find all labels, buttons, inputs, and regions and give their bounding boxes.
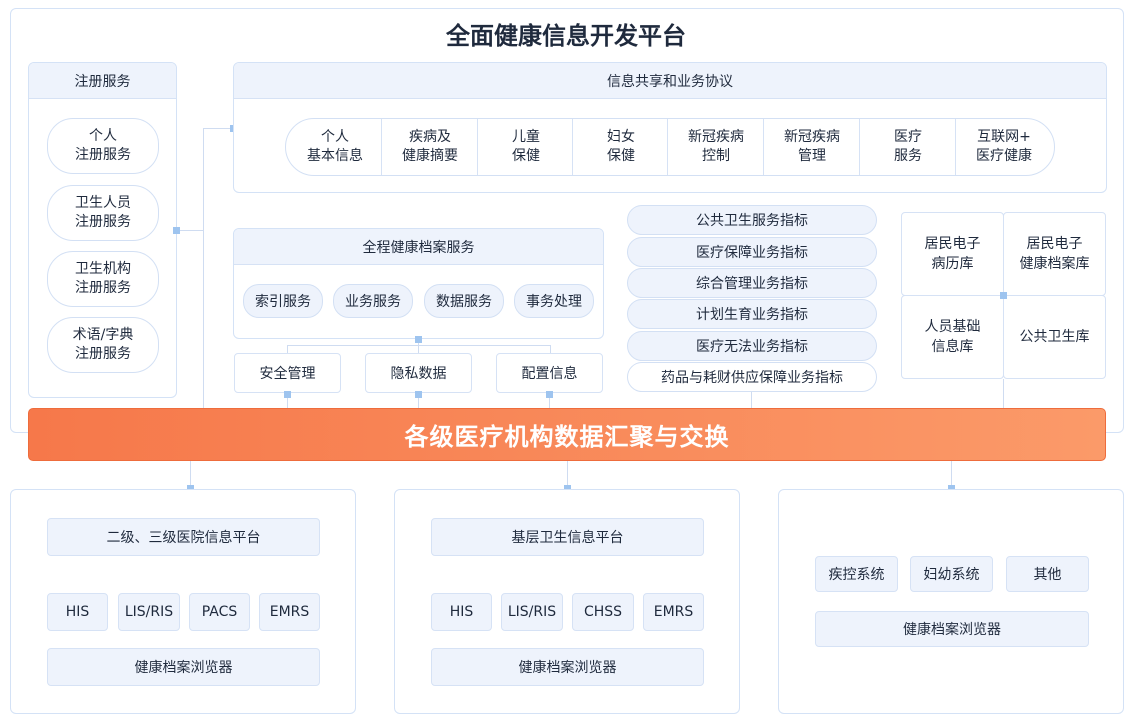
system-box: HIS	[431, 593, 492, 631]
connector	[418, 339, 419, 353]
indicator-item: 医疗保障业务指标	[627, 237, 877, 267]
registration-item: 卫生机构 注册服务	[47, 251, 159, 307]
archive-item: 业务服务	[333, 284, 413, 318]
connector	[190, 461, 191, 489]
archive-item: 数据服务	[424, 284, 504, 318]
connector	[203, 128, 233, 129]
connector	[751, 392, 752, 408]
sharing-item: 个人 基本信息	[307, 129, 363, 164]
indicator-item: 医疗无法业务指标	[627, 331, 877, 361]
sharing-item: 新冠疾病 管理	[784, 129, 840, 164]
hospital-platform-title: 二级、三级医院信息平台	[47, 518, 320, 556]
connector	[177, 230, 203, 231]
system-box: 其他	[1006, 556, 1089, 592]
support-box: 隐私数据	[365, 353, 472, 393]
connector	[550, 345, 551, 353]
divider	[667, 119, 668, 175]
indicator-item: 药品与耗财供应保障业务指标	[627, 362, 877, 392]
registration-title: 注册服务	[29, 63, 176, 99]
connector-node	[546, 391, 553, 398]
registration-item: 卫生人员 注册服务	[47, 185, 159, 241]
system-box: HIS	[47, 593, 108, 631]
database-box: 人员基础 信息库	[901, 295, 1004, 379]
connector	[951, 461, 952, 489]
support-box: 配置信息	[496, 353, 603, 393]
health-record-browser: 健康档案浏览器	[431, 648, 704, 686]
sharing-item: 新冠疾病 控制	[688, 129, 744, 164]
sharing-title: 信息共享和业务协议	[234, 63, 1106, 99]
connector-node	[415, 391, 422, 398]
divider	[955, 119, 956, 175]
indicator-item: 综合管理业务指标	[627, 268, 877, 298]
divider	[381, 119, 382, 175]
registration-item: 个人 注册服务	[47, 118, 159, 174]
sharing-item: 妇女 保健	[607, 129, 635, 164]
system-box: CHSS	[572, 593, 634, 631]
system-box: 妇幼系统	[910, 556, 993, 592]
connector-node	[948, 485, 955, 492]
archive-item: 事务处理	[514, 284, 594, 318]
indicator-item: 公共卫生服务指标	[627, 205, 877, 235]
divider	[859, 119, 860, 175]
system-box: LIS/RIS	[501, 593, 563, 631]
connector-node	[173, 227, 180, 234]
system-box: LIS/RIS	[118, 593, 180, 631]
sharing-item: 疾病及 健康摘要	[402, 129, 458, 164]
page-title: 全面健康信息开发平台	[446, 22, 686, 50]
health-record-browser: 健康档案浏览器	[47, 648, 320, 686]
divider	[572, 119, 573, 175]
connector-node	[415, 336, 422, 343]
support-box: 安全管理	[234, 353, 341, 393]
connector	[1003, 379, 1004, 409]
connector-node	[284, 391, 291, 398]
archive-item: 索引服务	[243, 284, 323, 318]
connector-node	[1000, 292, 1007, 299]
database-box: 居民电子 健康档案库	[1003, 212, 1106, 296]
connector	[418, 393, 419, 408]
connector	[287, 345, 288, 353]
indicator-item: 计划生育业务指标	[627, 299, 877, 329]
database-box: 居民电子 病历库	[901, 212, 1004, 296]
divider	[763, 119, 764, 175]
connector-node	[187, 485, 194, 492]
sharing-item: 医疗 服务	[894, 129, 922, 164]
database-box: 公共卫生库	[1003, 295, 1106, 379]
sharing-item: 互联网+ 医疗健康	[976, 129, 1032, 164]
sharing-item: 儿童 保健	[512, 129, 540, 164]
connector	[203, 128, 204, 408]
connector	[567, 461, 568, 489]
sharing-items-row	[285, 118, 1055, 176]
divider	[477, 119, 478, 175]
system-box: EMRS	[259, 593, 320, 631]
system-box: EMRS	[643, 593, 704, 631]
connector	[287, 393, 288, 408]
archive-title: 全程健康档案服务	[234, 229, 603, 265]
exchange-bar: 各级医疗机构数据汇聚与交换	[28, 408, 1106, 461]
other-systems-panel	[778, 489, 1124, 714]
health-record-browser: 健康档案浏览器	[815, 611, 1089, 647]
connector-node	[564, 485, 571, 492]
primary-care-title: 基层卫生信息平台	[431, 518, 704, 556]
system-box: PACS	[189, 593, 250, 631]
connector	[549, 393, 550, 408]
registration-item: 术语/字典 注册服务	[47, 317, 159, 373]
system-box: 疾控系统	[815, 556, 898, 592]
